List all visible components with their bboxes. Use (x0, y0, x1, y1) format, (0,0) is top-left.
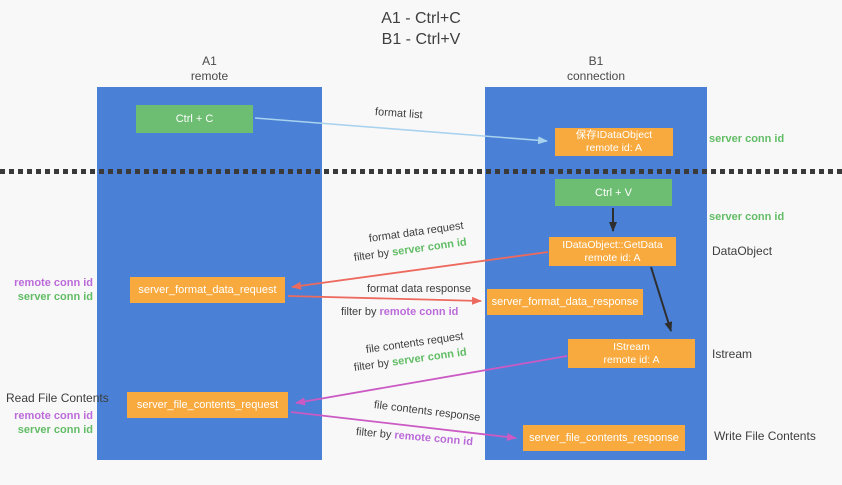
right-server-conn-id-annotation-1: server conn id (709, 133, 785, 145)
left-conn-id-annotation-2: remote conn id server conn id (14, 409, 93, 437)
save-dataobject-line2: remote id: A (585, 142, 643, 154)
dataobject-annotation: DataObject (712, 244, 773, 258)
column-header-b1: B1 connection (485, 54, 707, 84)
write-file-contents-annotation: Write File Contents (714, 429, 816, 443)
remote-conn-id-text: remote conn id (393, 429, 474, 449)
filter-by-remote-conn-id-label-2: filter by remote conn id (355, 426, 473, 448)
istream-line2: remote id: A (603, 353, 660, 366)
ctrl-v-label: Ctrl + V (595, 186, 632, 199)
column-b1-name: B1 (588, 54, 604, 68)
diagram-title: A1 - Ctrl+C B1 - Ctrl+V (0, 8, 842, 50)
filter-by-text: filter by (355, 426, 392, 442)
ctrl-c-label: Ctrl + C (175, 113, 214, 125)
column-a1-name: A1 (202, 54, 217, 68)
column-header-a1: A1 remote (97, 54, 322, 84)
title-line-2: B1 - Ctrl+V (381, 31, 461, 48)
server-format-data-request-node: server_format_data_request (130, 277, 285, 303)
server-file-contents-response-node: server_file_contents_response (523, 425, 685, 451)
server-file-contents-request-node: server_file_contents_request (127, 392, 288, 418)
istream-line1: IStream (613, 340, 650, 353)
server-conn-id-text: server conn id (17, 291, 93, 303)
ctrl-v-node: Ctrl + V (555, 179, 672, 206)
save-dataobject-line1: 保存IDataObject (575, 129, 653, 141)
istream-node: IStream remote id: A (568, 339, 695, 368)
remote-conn-id-text: remote conn id (14, 410, 93, 422)
format-data-response-label: format data response (367, 283, 471, 295)
idataobject-getdata-node: IDataObject::GetData remote id: A (549, 237, 676, 266)
ctrl-c-node: Ctrl + C (136, 105, 253, 133)
column-a1-subtitle: remote (190, 69, 229, 83)
right-server-conn-id-annotation-2: server conn id (709, 211, 785, 223)
format-list-label: format list (374, 106, 423, 122)
remote-conn-id-text: remote conn id (379, 306, 459, 318)
file-response-label: server_file_contents_response (529, 432, 679, 444)
getdata-line1: IDataObject::GetData (562, 238, 663, 251)
remote-conn-id-text: remote conn id (14, 277, 93, 289)
filter-by-text: filter by (353, 357, 390, 374)
format-request-label: server_format_data_request (138, 284, 277, 296)
istream-annotation: Istream (712, 347, 753, 361)
save-dataobject-node: 保存IDataObject remote id: A (555, 128, 673, 156)
file-contents-response-label: file contents response (373, 399, 481, 424)
server-format-data-response-node: server_format_data_response (487, 289, 643, 315)
filter-by-text: filter by (353, 247, 390, 264)
file-request-label: server_file_contents_request (136, 399, 279, 411)
getdata-line2: remote id: A (584, 251, 641, 264)
phase-separator-dotted-line (0, 169, 842, 174)
read-file-contents-annotation: Read File Contents (6, 391, 109, 405)
title-line-1: A1 - Ctrl+C (381, 10, 461, 27)
left-conn-id-annotation-1: remote conn id server conn id (14, 276, 93, 304)
filter-by-remote-conn-id-label-1: filter by remote conn id (341, 306, 458, 318)
column-b1-subtitle: connection (566, 69, 626, 83)
server-conn-id-text: server conn id (17, 424, 93, 436)
filter-by-text: filter by (341, 306, 377, 318)
format-response-label: server_format_data_response (491, 296, 639, 308)
